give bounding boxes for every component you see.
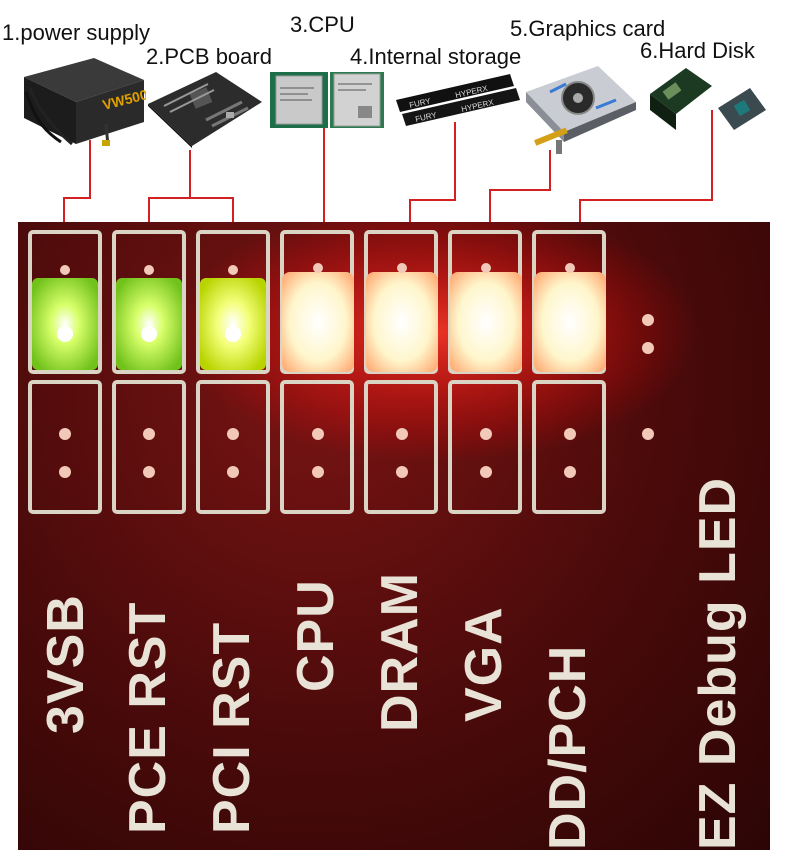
graphics-card-image [520,62,638,154]
led-3vsb [32,278,98,370]
led-boot [534,272,606,372]
led-pci-rst [200,278,266,370]
pcb-board-image [146,68,264,148]
silk-label-pce-rst: PCE RST [119,601,177,834]
debug-led-board: 3VSB PCE RST PCI RST CPU DRAM VGA DD/PCH… [18,222,770,850]
hard-disk-image [646,64,770,144]
label-hard-disk: 6.Hard Disk [640,38,755,63]
led-pce-rst [116,278,182,370]
led-dram [366,272,438,372]
label-cpu: 3.CPU [290,12,355,37]
silk-label-dram: DRAM [371,572,429,732]
ram-image: FURY HYPERX FURY HYPERX [394,72,522,126]
led-center-dots [57,326,241,342]
silk-label-3vsb: 3VSB [37,594,95,734]
label-internal-storage: 4.Internal storage [350,44,522,69]
silk-label-ez-debug-led: EZ Debug LED [689,476,747,850]
power-supply-image: VW500 [16,52,146,147]
silk-label-vga: VGA [455,606,513,722]
silk-label-boot: DD/PCH [539,644,597,850]
led-cpu [282,272,354,372]
cpu-image [268,70,386,130]
led-vga [450,272,522,372]
label-pcb-board: 2.PCB board [146,44,272,69]
silk-label-pci-rst: PCI RST [203,621,261,834]
label-graphics-card: 5.Graphics card [510,16,666,41]
solder-pads [59,263,654,478]
silk-label-cpu: CPU [287,579,345,692]
label-power-supply: 1.power supply [2,20,150,45]
